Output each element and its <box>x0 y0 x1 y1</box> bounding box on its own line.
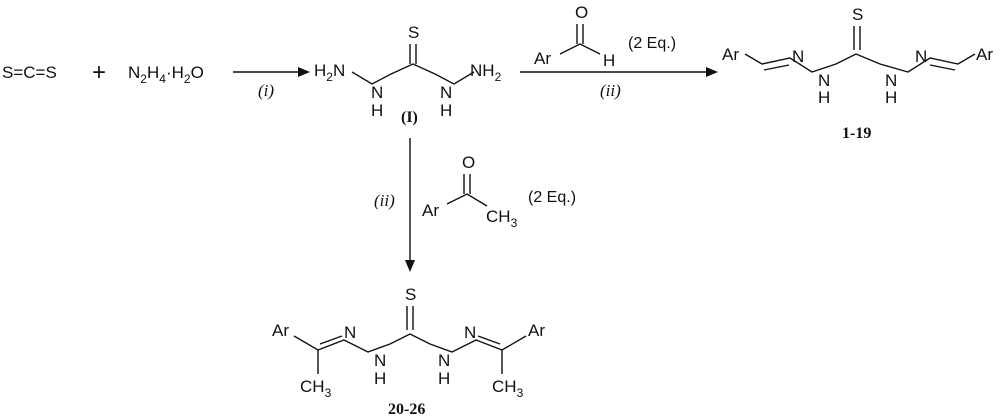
h-right: H <box>440 101 452 120</box>
product-a-sulfur: S <box>852 5 863 24</box>
product-b-nh-left: N <box>374 351 386 370</box>
nh-left: N <box>371 83 383 102</box>
product-a-cn-right-double <box>929 64 956 71</box>
product-b-nh-right: N <box>438 351 450 370</box>
plus-sign: + <box>92 59 106 86</box>
product-b-h-left: H <box>374 369 386 388</box>
condition-i: (i) <box>258 81 274 100</box>
product-b-sulfur: S <box>405 285 416 304</box>
h2n-left: H2N <box>314 61 345 84</box>
nh-right: N <box>440 83 452 102</box>
product-a-n-right: N <box>915 47 927 66</box>
condition-ii-top: (ii) <box>600 81 621 100</box>
intermediate-label: (I) <box>401 109 418 126</box>
product-a-label: 1-19 <box>842 125 871 142</box>
arrowhead-ii-down <box>405 260 415 272</box>
arrowhead-i <box>298 67 310 77</box>
product-b-ar-left: Ar <box>272 321 289 340</box>
product-b-backbone <box>293 333 527 353</box>
product-a-backbone <box>744 53 976 73</box>
carbon-disulfide: S=C=S <box>2 63 57 82</box>
product-b-n-right: N <box>464 323 476 342</box>
ketone-ar: Ar <box>422 201 439 220</box>
product-b-ch3-right: CH3 <box>492 377 524 400</box>
ketone-ch3: CH3 <box>486 207 518 230</box>
thiocarbohydrazide-backbone <box>351 63 475 85</box>
ketone-bonds <box>446 193 488 207</box>
thiocarbohydrazide-sulfur: S <box>408 23 419 42</box>
ketone-oxygen: O <box>462 153 475 172</box>
product-a-cn-left-double <box>763 64 790 71</box>
product-a-nh-left: N <box>818 71 830 90</box>
aldehyde-equiv: (2 Eq.) <box>628 35 676 52</box>
h-left: H <box>371 101 383 120</box>
product-a-ar-right: Ar <box>976 45 993 64</box>
product-a-nh-right: N <box>885 71 897 90</box>
product-b-ar-right: Ar <box>528 321 545 340</box>
product-b-h-right: H <box>438 369 450 388</box>
product-b-n-left: N <box>344 323 356 342</box>
product-b-cn-left-double <box>319 335 343 345</box>
product-b-cn-right-double <box>477 335 501 345</box>
aldehyde-oxygen: O <box>575 3 588 22</box>
product-a-n-left: N <box>792 47 804 66</box>
ketone-equiv: (2 Eq.) <box>528 189 576 206</box>
product-a-h-right: H <box>885 88 897 107</box>
hydrazine-hydrate: N2H4·H2O <box>128 63 204 86</box>
product-b-ch3-left: CH3 <box>300 377 332 400</box>
nh2-right: NH2 <box>470 61 502 84</box>
condition-ii-down: (ii) <box>374 191 395 210</box>
product-b-label: 20-26 <box>388 401 425 418</box>
aldehyde-ar: Ar <box>534 49 551 68</box>
product-a-ar-left: Ar <box>722 45 739 64</box>
aldehyde-bonds <box>559 43 601 55</box>
aldehyde-h: H <box>603 51 615 70</box>
product-a-h-left: H <box>818 88 830 107</box>
arrowhead-ii-top <box>706 67 718 77</box>
